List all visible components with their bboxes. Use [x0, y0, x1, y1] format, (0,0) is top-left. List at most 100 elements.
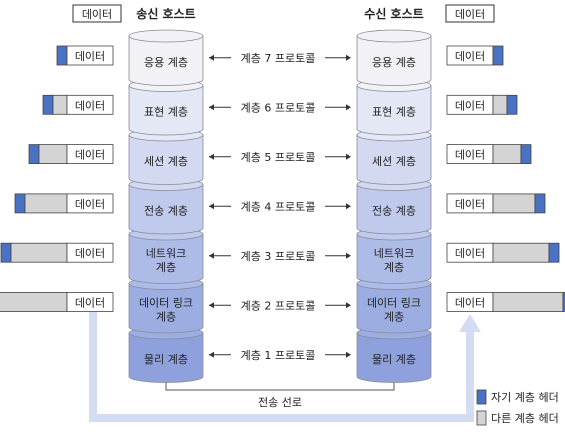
legend: 자기 계층 헤더 다른 계층 헤더	[476, 389, 559, 426]
packet-label: 데이터	[75, 297, 105, 310]
layer-label: 전송 계층	[372, 204, 416, 217]
layer-label: 세션 계층	[144, 155, 188, 168]
protocol-6: 계층 6 프로토콜	[209, 101, 351, 114]
receiver-packet-layer-5: 데이터	[446, 144, 532, 165]
packet-label: 데이터	[75, 99, 105, 112]
sender-top-data-label: 데이터	[82, 8, 112, 21]
other-header	[0, 292, 68, 312]
own-header	[42, 94, 54, 115]
protocol-label: 계층 5 프로토콜	[241, 151, 316, 164]
receiver-top-data: 데이터	[445, 4, 495, 23]
receiver-packet-layer-3: 데이터	[446, 242, 560, 263]
protocol-4: 계층 4 프로토콜	[209, 200, 351, 213]
sender-top-data: 데이터	[72, 4, 122, 23]
protocol-label: 계층 3 프로토콜	[241, 250, 316, 263]
protocol-label: 계층 6 프로토콜	[241, 101, 316, 114]
own-header	[548, 242, 560, 263]
layer-label: 세션 계층	[372, 155, 416, 168]
sender-layer-6: 표현 계층	[128, 79, 204, 136]
receiver-packet-layer-7: 데이터	[446, 45, 504, 66]
own-header	[56, 45, 68, 66]
sender-layer-5: 세션 계층	[128, 128, 204, 185]
layer-label: 응용 계층	[144, 56, 188, 69]
packet-label: 데이터	[455, 198, 485, 211]
own-header	[506, 94, 518, 115]
sender-packet-layer-3: 데이터	[0, 242, 114, 263]
receiver-layer-7: 응용 계층	[356, 29, 432, 86]
sender-title: 송신 호스트	[136, 6, 195, 21]
other-header	[52, 94, 68, 115]
packet-label: 데이터	[75, 149, 105, 162]
packet-label: 데이터	[75, 198, 105, 211]
receiver-packet-layer-6: 데이터	[446, 94, 518, 115]
other-header	[492, 94, 508, 115]
sender-packet-layer-6: 데이터	[42, 94, 114, 115]
layer-label: 네트워크	[374, 247, 414, 260]
packet-label: 데이터	[455, 99, 485, 112]
packet-label: 데이터	[455, 247, 485, 260]
packet-label: 데이터	[75, 50, 105, 63]
protocol-label: 계층 1 프로토콜	[241, 349, 316, 362]
protocol-2: 계층 2 프로토콜	[209, 299, 351, 312]
receiver-packet-layer-2: 데이터	[446, 292, 565, 312]
legend-own-swatch	[476, 389, 487, 405]
other-header	[492, 193, 536, 214]
sender-layer-4: 전송 계층	[128, 178, 204, 235]
receiver-layer-5: 세션 계층	[356, 128, 432, 185]
packet-label: 데이터	[455, 149, 485, 162]
layer-label: 물리 계층	[372, 353, 416, 366]
other-header	[24, 193, 68, 214]
receiver-layer-6: 표현 계층	[356, 79, 432, 136]
receiver-packet-layer-4: 데이터	[446, 193, 546, 214]
other-header	[38, 144, 68, 165]
layer-label: 데이터 링크	[367, 296, 421, 309]
legend-other-swatch	[476, 410, 487, 426]
protocol-label: 계층 2 프로토콜	[241, 299, 316, 312]
protocol-label: 계층 4 프로토콜	[241, 200, 316, 213]
protocol-3: 계층 3 프로토콜	[209, 250, 351, 263]
packet-label: 데이터	[75, 247, 105, 260]
other-header	[492, 242, 550, 263]
protocol-7: 계층 7 프로토콜	[209, 52, 351, 65]
legend-own-label: 자기 계층 헤더	[491, 391, 559, 404]
layer-label: 표현 계층	[372, 105, 416, 118]
transmission-line-label: 전송 선로	[258, 396, 302, 409]
layer-label: 계층	[384, 261, 404, 274]
sender-layer-1: 물리 계층	[128, 326, 204, 383]
layer-label: 표현 계층	[144, 105, 188, 118]
sender-layer-7: 응용 계층	[128, 29, 204, 86]
packet-label: 데이터	[455, 297, 485, 310]
layer-label: 물리 계층	[144, 353, 188, 366]
protocol-5: 계층 5 프로토콜	[209, 151, 351, 164]
layer-label: 응용 계층	[372, 56, 416, 69]
data-flow-arrow	[89, 312, 481, 422]
receiver-layer-4: 전송 계층	[356, 178, 432, 235]
own-header	[28, 144, 40, 165]
receiver-title: 수신 호스트	[364, 6, 423, 21]
transmission-line: 전송 선로	[165, 380, 395, 409]
own-header	[534, 193, 546, 214]
own-header	[0, 242, 12, 263]
other-header	[492, 144, 522, 165]
receiver-layer-1: 물리 계층	[356, 326, 432, 383]
receiver-top-data-label: 데이터	[455, 8, 485, 21]
own-header	[562, 292, 565, 312]
own-header	[520, 144, 532, 165]
sender-packet-layer-7: 데이터	[56, 45, 114, 66]
own-header	[14, 193, 26, 214]
layer-label: 데이터 링크	[139, 296, 193, 309]
layer-label: 계층	[156, 310, 176, 323]
own-header	[492, 45, 504, 66]
protocol-label: 계층 7 프로토콜	[241, 52, 316, 65]
sender-packet-layer-5: 데이터	[28, 144, 114, 165]
sender-packet-layer-2: 데이터	[0, 292, 114, 312]
